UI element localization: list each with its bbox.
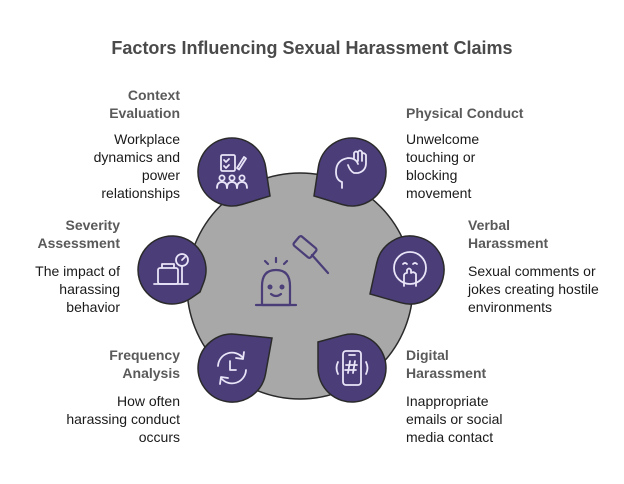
factor-severity-heading: Severity Assessment <box>37 217 121 251</box>
factor-frequency-description: How often harassing conduct occurs <box>66 393 180 445</box>
factor-verbal-description: Sexual comments or jokes creating hostil… <box>468 263 599 315</box>
clock-refresh-icon <box>217 351 247 385</box>
touch-head-icon <box>335 149 367 189</box>
petal-severity <box>137 235 207 305</box>
petal-physical <box>313 137 387 207</box>
petal-context <box>197 137 271 207</box>
factor-verbal-heading: Verbal Harassment <box>468 217 549 251</box>
factor-context-description: Workplace dynamics and power relationshi… <box>93 131 180 201</box>
petal-digital <box>317 333 387 403</box>
factor-digital-heading: Digital Harassment <box>406 347 487 381</box>
factor-frequency-heading: Frequency Analysis <box>109 347 180 381</box>
phone-hashtag-icon <box>335 350 369 386</box>
factor-severity-description: The impact of harassing behavior <box>35 263 120 315</box>
factor-digital-description: Inappropriate emails or social media con… <box>406 393 503 445</box>
factor-physical-heading: Physical Conduct <box>406 105 524 121</box>
scale-icon <box>153 253 189 285</box>
factor-physical-description: Unwelcome touching or blocking movement <box>406 131 480 201</box>
petal-frequency-shape <box>197 333 273 403</box>
hand-on-mouth-icon <box>393 251 427 287</box>
diagram-title: Factors Influencing Sexual Harassment Cl… <box>111 38 513 58</box>
petal-verbal <box>369 235 445 305</box>
petal-severity-shape <box>137 235 207 305</box>
petal-frequency <box>197 333 273 403</box>
petal-digital-shape <box>317 333 387 403</box>
checklist-people-icon <box>216 154 248 189</box>
petal-context-shape <box>197 137 271 207</box>
petal-physical-shape <box>313 137 387 207</box>
factor-context-heading: Context Evaluation <box>109 87 180 121</box>
gavel-icon <box>254 235 330 307</box>
